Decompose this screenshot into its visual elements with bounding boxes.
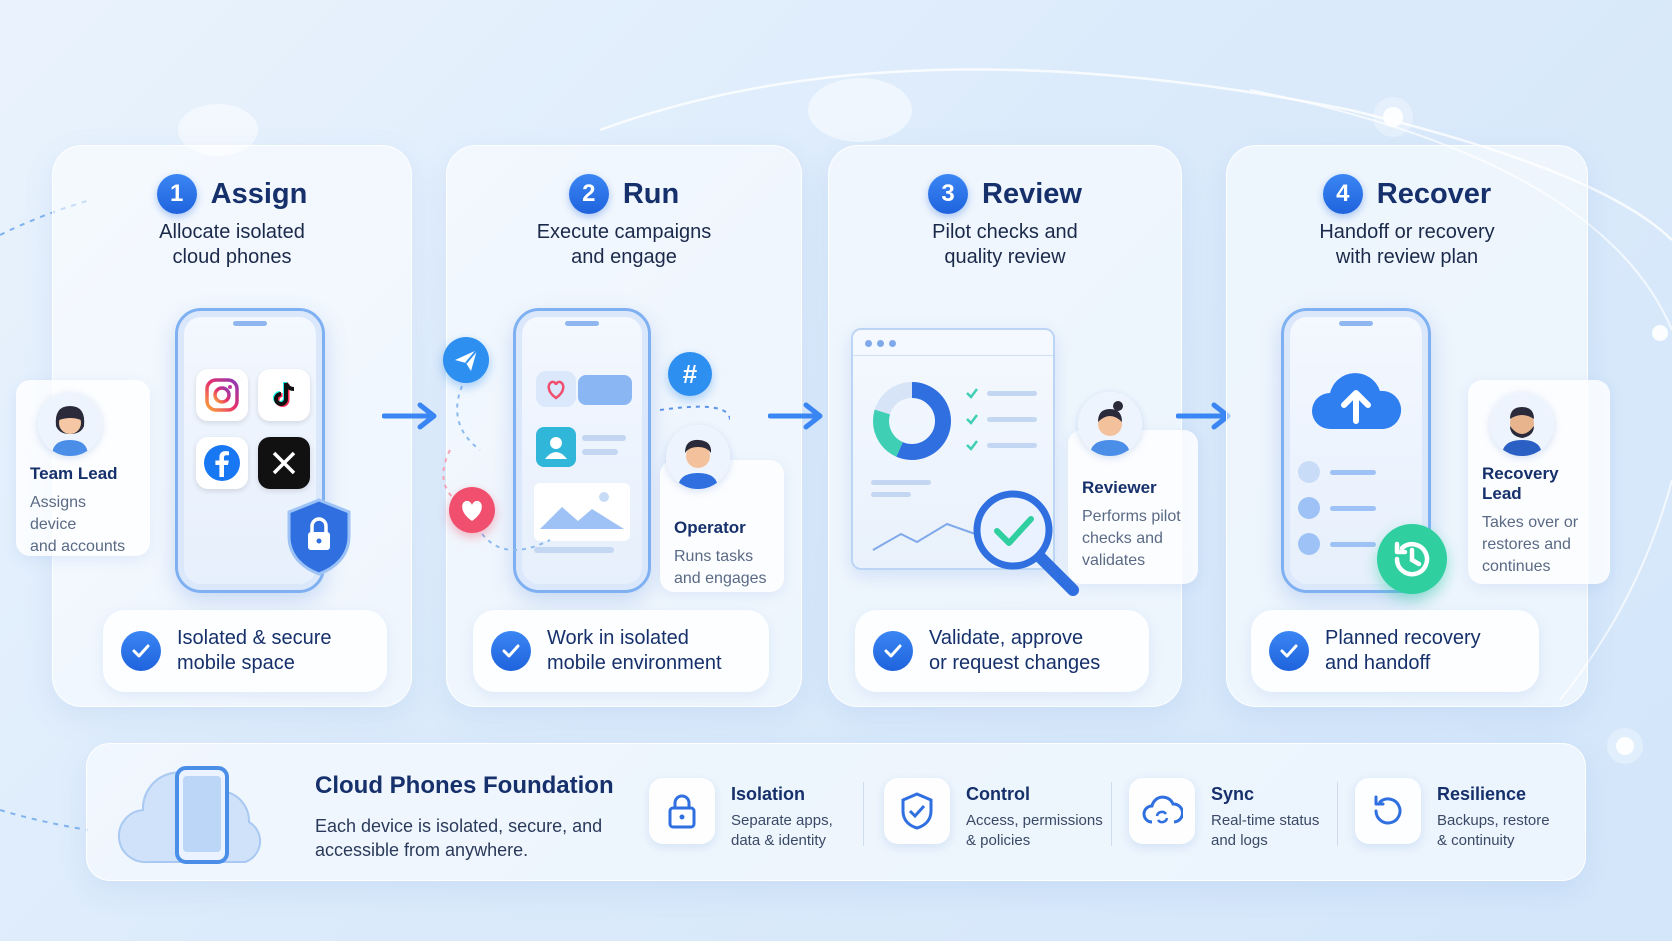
arrow-right-icon (382, 402, 437, 430)
cloud-phone-icon (118, 766, 262, 864)
instagram-icon (196, 369, 248, 421)
donut-chart-icon (873, 382, 951, 460)
heart-icon (449, 487, 495, 533)
hashtag-icon: # (668, 352, 712, 396)
check-icon (491, 631, 531, 671)
step-header: 1 Assign (53, 174, 411, 214)
x-icon (258, 437, 310, 489)
restore-icon (1355, 778, 1421, 844)
magnifier-check-icon (973, 490, 1079, 596)
tiktok-icon (258, 369, 310, 421)
avatar (666, 425, 730, 489)
step-title: Review (982, 177, 1082, 210)
check-icon (121, 631, 161, 671)
arrow-right-icon (768, 402, 823, 430)
step-number-badge: 2 (568, 174, 609, 214)
send-icon (443, 337, 489, 383)
avatar (38, 392, 102, 456)
check-icon (873, 631, 913, 671)
facebook-icon (196, 437, 248, 489)
step-number-badge: 4 (1322, 174, 1363, 214)
step-header: 3 Review (829, 174, 1181, 214)
message-bar (578, 375, 632, 405)
step-header: 2 Run (447, 174, 801, 214)
profile-icon (536, 427, 576, 467)
image-placeholder-icon (534, 483, 630, 541)
lock-icon (649, 778, 715, 844)
step-number-badge: 1 (156, 174, 197, 214)
step-number-badge: 3 (928, 174, 969, 214)
avatar (1078, 392, 1142, 456)
foundation-title: Cloud Phones Foundation (315, 772, 614, 799)
foundation-panel: Cloud Phones Foundation Each device is i… (86, 743, 1586, 881)
history-icon (1377, 524, 1447, 594)
cloud-upload-icon (1312, 373, 1402, 429)
chat-bubble-icon (536, 371, 576, 407)
cloud-sync-icon (1129, 778, 1195, 844)
check-icon (1269, 631, 1309, 671)
step-header: 4 Recover (1227, 174, 1587, 214)
phone-illustration (513, 308, 651, 593)
shield-lock-icon (287, 498, 351, 576)
shield-check-icon (884, 778, 950, 844)
step-title: Assign (210, 177, 308, 210)
step-title: Recover (1376, 177, 1492, 210)
step-title: Run (622, 177, 680, 210)
avatar (1490, 392, 1554, 456)
